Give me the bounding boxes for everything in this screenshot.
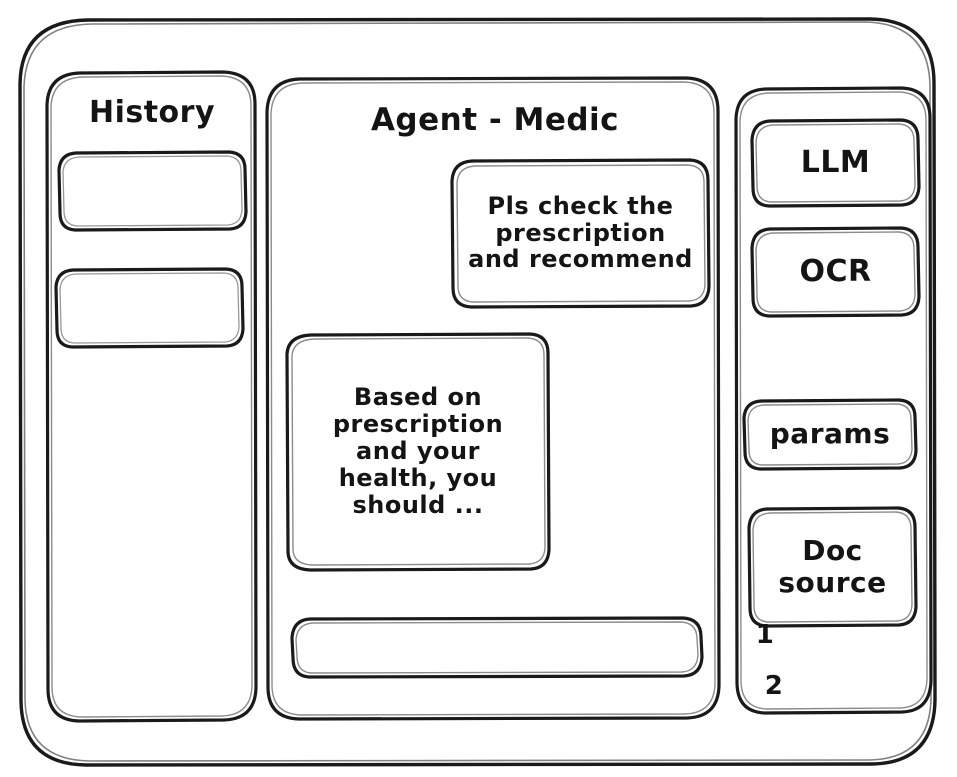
list-item[interactable] xyxy=(57,269,242,346)
page-title: Agent - Medic xyxy=(370,101,620,138)
doc-source-box[interactable]: Doc source xyxy=(778,534,887,599)
doc-source-item-1[interactable]: 1 xyxy=(755,620,775,651)
ocr-button[interactable]: OCR xyxy=(799,253,872,289)
user-message-bubble: Pls check the prescription and recommend xyxy=(468,191,693,274)
message-input[interactable] xyxy=(293,618,701,676)
assistant-message-bubble: Based on prescription and your health, y… xyxy=(332,383,504,519)
doc-source-item-2[interactable]: 2 xyxy=(764,671,784,702)
history-panel-title: History xyxy=(88,95,216,131)
list-item[interactable] xyxy=(60,152,245,229)
llm-button[interactable]: LLM xyxy=(800,144,871,180)
params-button[interactable]: params xyxy=(769,416,891,450)
